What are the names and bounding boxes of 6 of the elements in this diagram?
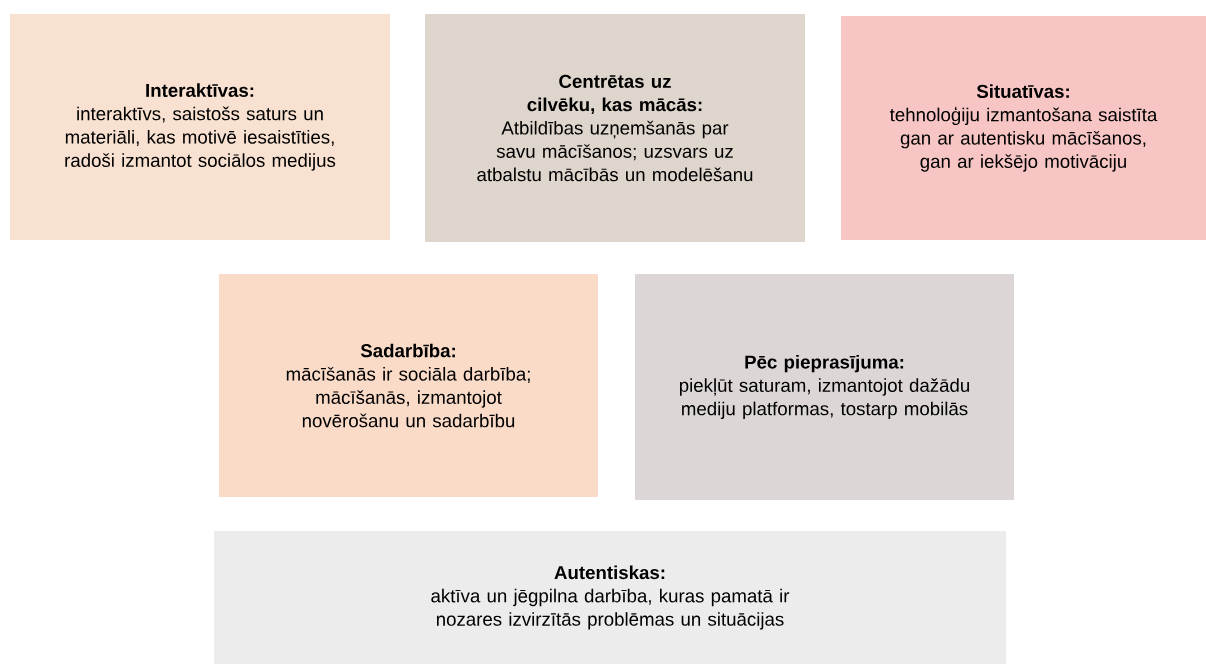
text-box: Centrētas uz cilvēku, kas mācās: Atbildības uzņemšanās par savu mācīšanos; uzsvars uz atbalstu mācībās un modelēšanu (425, 14, 805, 242)
text-box: Situatīvas: tehnoloģiju izmantošana saistīta gan ar autentisku mācīšanos, gan ar iekšējo motivāciju (841, 16, 1206, 240)
text-box: Interaktīvas: interaktīvs, saistošs saturs un materiāli, kas motivē iesaistīties, radoši izmantot sociālos medijus (10, 14, 390, 240)
text-box: Autentiskas: aktīva un jēgpilna darbība, kuras pamatā ir nozares izvirzītās problēmas un situācijas (214, 531, 1006, 664)
text-box: Pēc pieprasījuma: piekļūt saturam, izmantojot dažādu mediju platformas, tostarp mobilās (635, 274, 1014, 500)
text-box: Sadarbība: mācīšanās ir sociāla darbība; mācīšanās, izmantojot novērošanu un sadarbību (219, 274, 598, 497)
